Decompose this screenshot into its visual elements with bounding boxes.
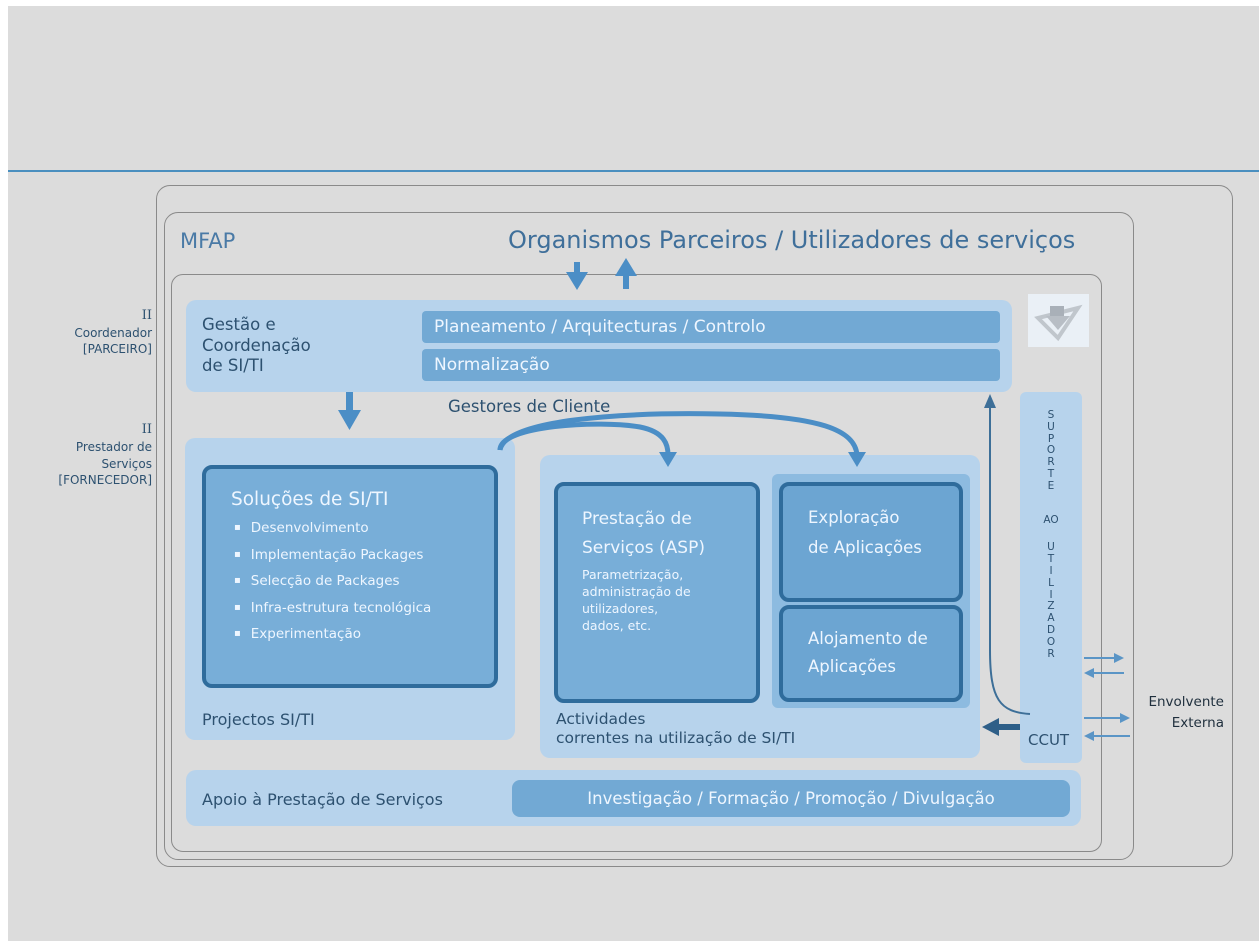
suporte-letter: U	[1047, 541, 1055, 554]
suporte-letter: L	[1048, 576, 1054, 589]
alojamento-label: Alojamento de Aplicações	[808, 625, 928, 681]
provider-line: Prestador de	[75, 439, 152, 454]
list-item: Experimentação	[234, 622, 431, 649]
suporte-letter: I	[1049, 564, 1053, 577]
suporte-letter: I	[1049, 588, 1053, 601]
actividades-label: Actividades correntes na utilização de S…	[556, 710, 795, 748]
suporte-letter: R	[1047, 456, 1055, 469]
gestao-title-line: Gestão e	[202, 315, 276, 334]
suporte-letter: P	[1047, 432, 1055, 445]
suporte-letter: S	[1047, 409, 1055, 421]
prestacao-desc-line: utilizadores,	[582, 601, 659, 616]
logo	[1028, 294, 1089, 347]
investigacao-bar: Investigação / Formação / Promoção / Div…	[512, 780, 1070, 817]
gestao-title-line: Coordenação	[202, 335, 311, 355]
partners-title: Organismos Parceiros / Utilizadores de s…	[508, 226, 1076, 254]
provider-line: II	[141, 422, 152, 437]
prestacao-title-line: Prestação de	[582, 509, 692, 529]
logo-icon	[1034, 304, 1083, 342]
mfap-label: MFAP	[180, 229, 236, 253]
projectos-label: Projectos SI/TI	[202, 710, 315, 729]
gestao-title-line: de SI/TI	[202, 356, 264, 375]
prestacao-desc-line: Parametrização,	[582, 567, 684, 582]
suporte-ao: AO	[1043, 513, 1059, 526]
normalizacao-bar: Normalização	[422, 349, 1000, 381]
list-item: Desenvolvimento	[234, 516, 431, 543]
suporte-text: S U P O R T E AO U T I L I Z A D O R	[1020, 409, 1082, 660]
coordinator-line: Coordenador	[74, 325, 152, 340]
suporte-letter: O	[1046, 444, 1056, 457]
exploracao-box	[779, 482, 963, 602]
actividades-line: correntes na utilização de SI/TI	[556, 729, 796, 747]
coordinator-line: [PARCEIRO]	[82, 342, 152, 356]
list-item: Selecção de Packages	[234, 569, 431, 596]
prestacao-desc: Parametrização, administração de utiliza…	[582, 566, 691, 634]
provider-label: II Prestador de Serviços [FORNECEDOR]	[10, 422, 152, 489]
gestores-cliente-label: Gestores de Cliente	[448, 397, 611, 416]
alojamento-line: Aplicações	[808, 657, 897, 676]
suporte-letter: D	[1046, 623, 1056, 636]
solucoes-list: Desenvolvimento Implementação Packages S…	[234, 516, 432, 649]
actividades-line: Actividades	[556, 710, 646, 728]
suporte-letter: Z	[1047, 600, 1055, 613]
suporte-letter: R	[1047, 647, 1055, 660]
envolvente-line: Externa	[1171, 715, 1224, 731]
provider-line: [FORNECEDOR]	[58, 473, 152, 488]
exploracao-line: Exploração	[808, 508, 900, 527]
list-item: Implementação Packages	[234, 543, 431, 570]
prestacao-desc-line: administração de	[582, 584, 691, 599]
header-rule	[8, 170, 1259, 172]
prestacao-box	[554, 482, 760, 703]
apoio-label: Apoio à Prestação de Serviços	[202, 790, 443, 809]
prestacao-title-line: Serviços (ASP)	[582, 538, 705, 558]
suporte-letter: A	[1047, 612, 1055, 625]
solucoes-title: Soluções de SI/TI	[231, 489, 389, 510]
envolvente-line: Envolvente	[1148, 694, 1224, 710]
provider-line: Serviços	[101, 456, 152, 471]
alojamento-line: Alojamento de	[808, 629, 928, 648]
suporte-letter: T	[1047, 553, 1055, 566]
mfap-frame	[164, 212, 1134, 860]
list-item: Infra-estrutura tecnológica	[234, 596, 432, 623]
planeamento-bar: Planeamento / Arquitecturas / Controlo	[422, 311, 1000, 343]
envolvente-label: Envolvente Externa	[1132, 692, 1224, 734]
suporte-letter: O	[1046, 635, 1056, 648]
suporte-letter: T	[1047, 467, 1055, 480]
prestacao-title: Prestação de Serviços (ASP)	[582, 505, 705, 563]
prestacao-desc-line: dados, etc.	[582, 618, 652, 633]
coordinator-label: II Coordenador [PARCEIRO]	[20, 308, 152, 358]
gestao-title: Gestão e Coordenação de SI/TI	[202, 315, 311, 377]
exploracao-label: Exploração de Aplicações	[808, 503, 922, 563]
coordinator-line: II	[141, 308, 152, 323]
outer-frame	[156, 185, 1233, 867]
ccut-label: CCUT	[1028, 731, 1070, 749]
suporte-letter: E	[1047, 479, 1055, 492]
alojamento-box	[779, 605, 963, 702]
exploracao-line: de Aplicações	[808, 538, 922, 557]
suporte-column: S U P O R T E AO U T I L I Z A D O R	[1020, 392, 1082, 763]
suporte-letter: U	[1047, 420, 1055, 433]
